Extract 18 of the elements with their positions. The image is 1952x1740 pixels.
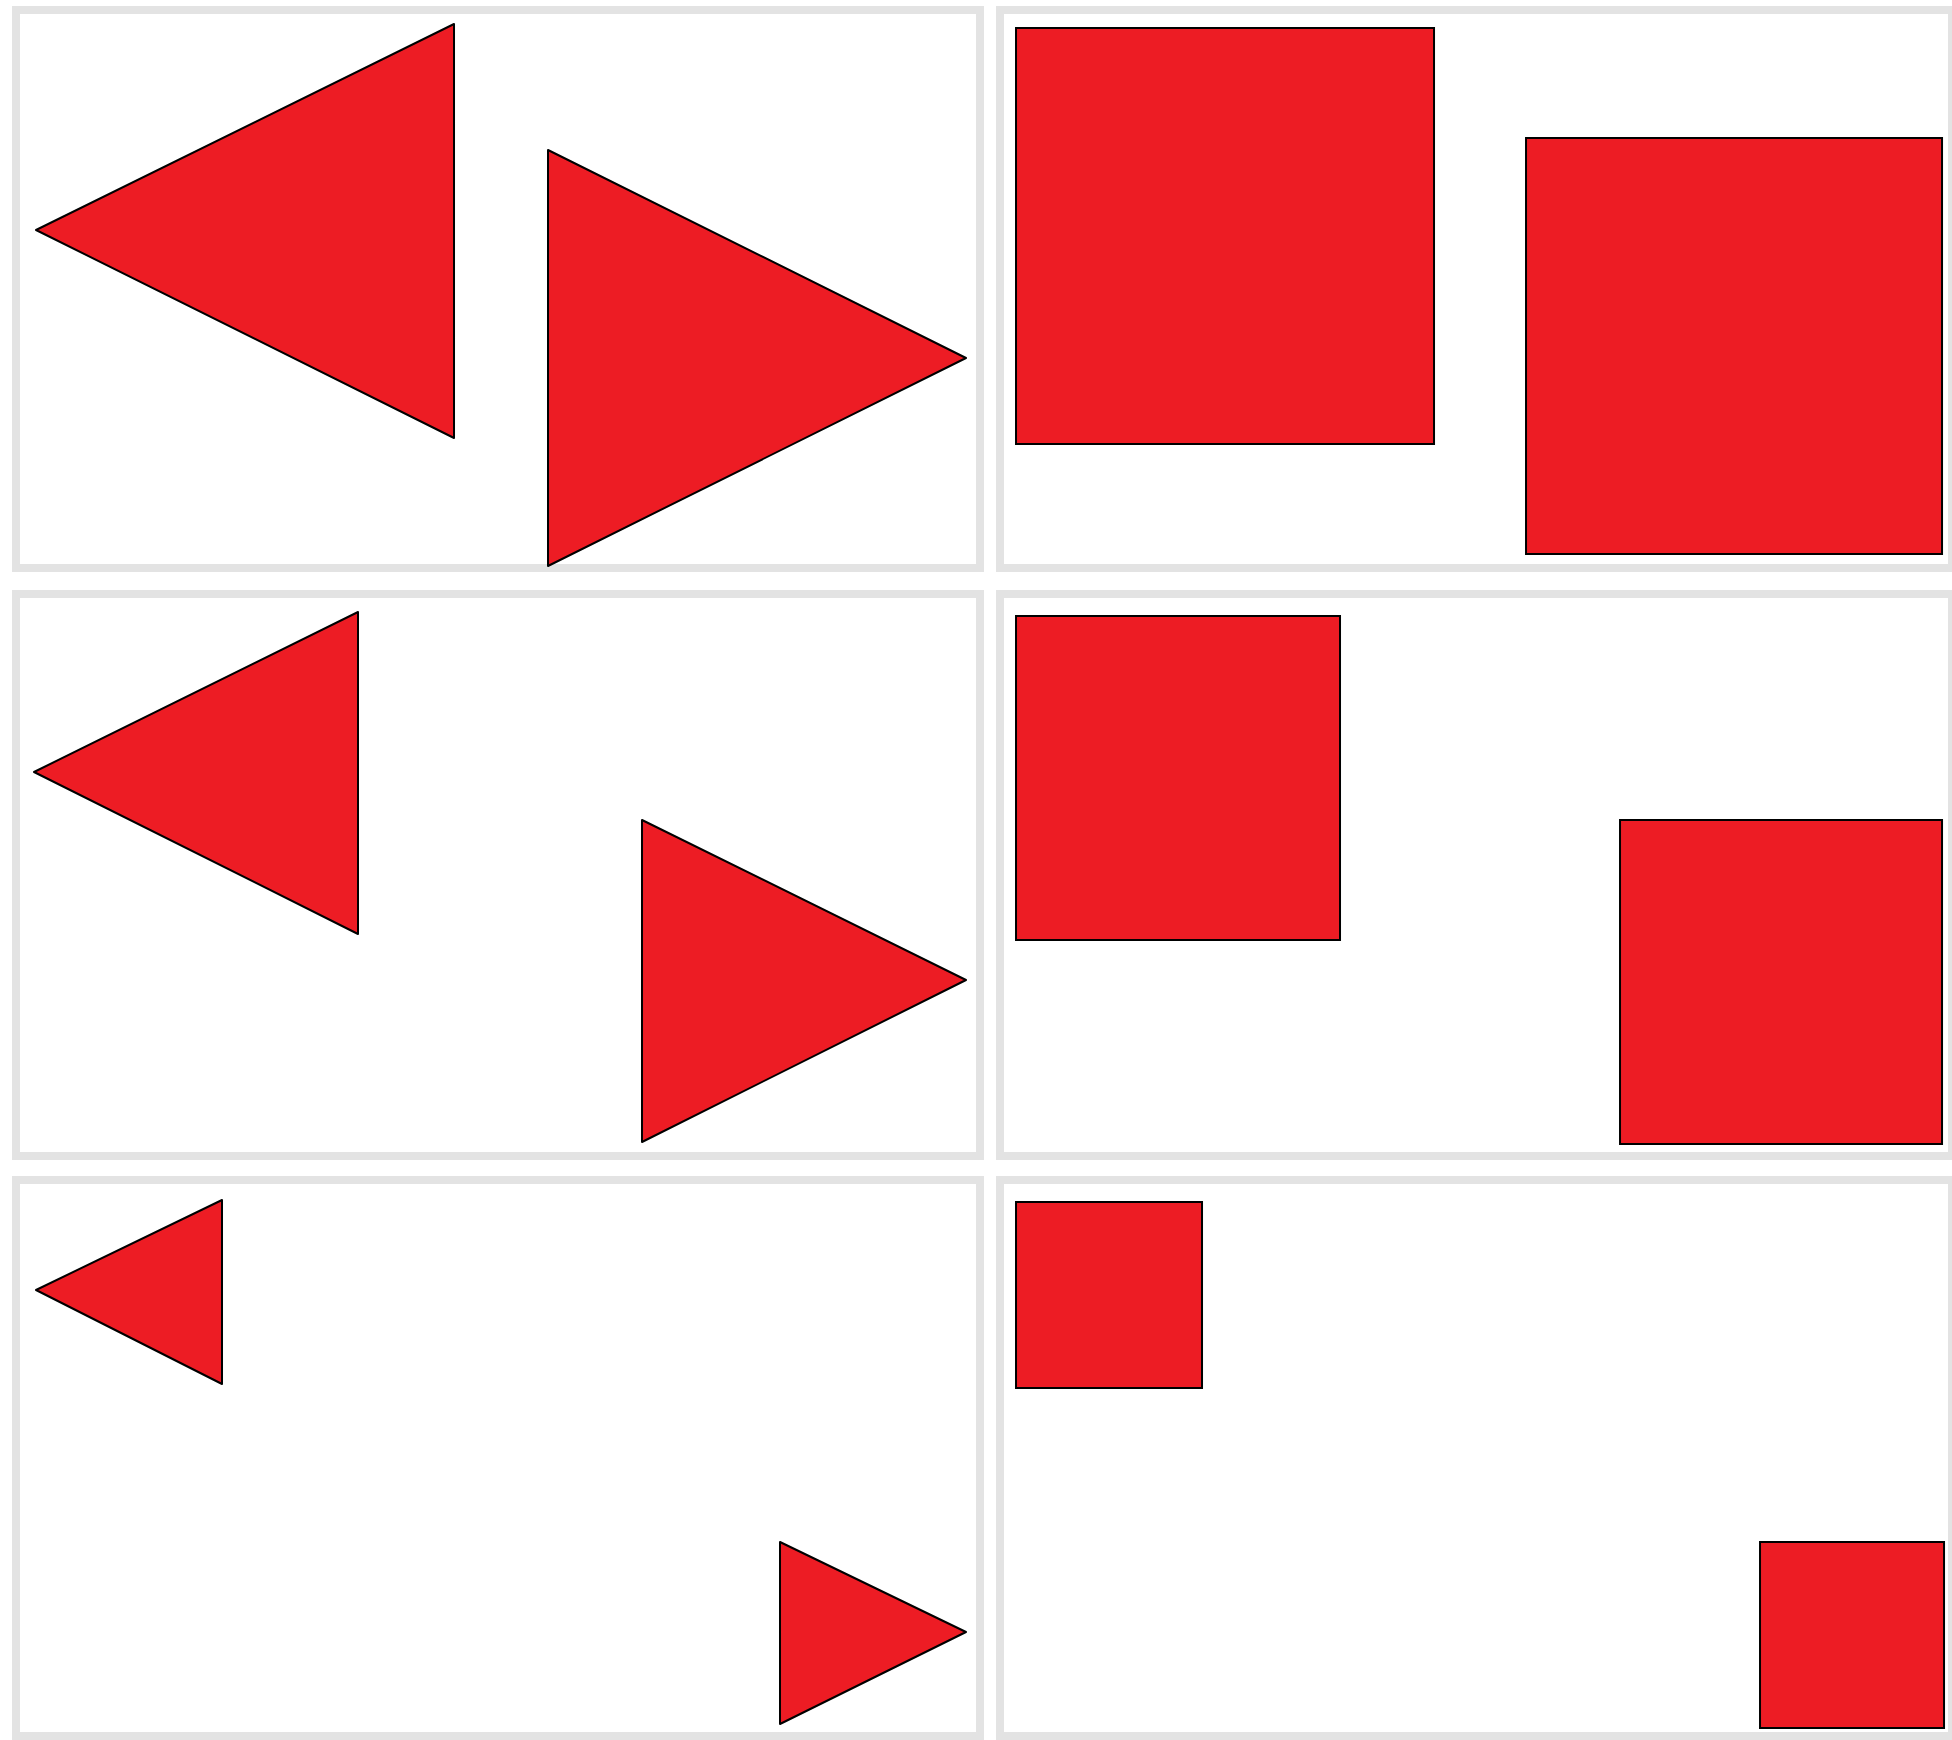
panel-frame — [12, 1176, 984, 1740]
triangle — [779, 1541, 967, 1725]
panel-frame — [996, 5, 1952, 572]
square — [1759, 1541, 1946, 1729]
triangle — [35, 1199, 223, 1385]
panel-frame — [12, 590, 984, 1160]
square — [1015, 1201, 1203, 1389]
square — [1015, 27, 1436, 445]
panel-frame — [12, 5, 984, 572]
triangle — [35, 23, 455, 439]
triangle — [547, 149, 967, 567]
square — [1525, 137, 1944, 555]
triangle — [33, 611, 359, 935]
square — [1015, 615, 1341, 941]
triangle — [641, 819, 967, 1143]
square — [1619, 819, 1944, 1145]
panel-frame — [996, 1176, 1952, 1740]
panel-frame — [996, 590, 1952, 1160]
